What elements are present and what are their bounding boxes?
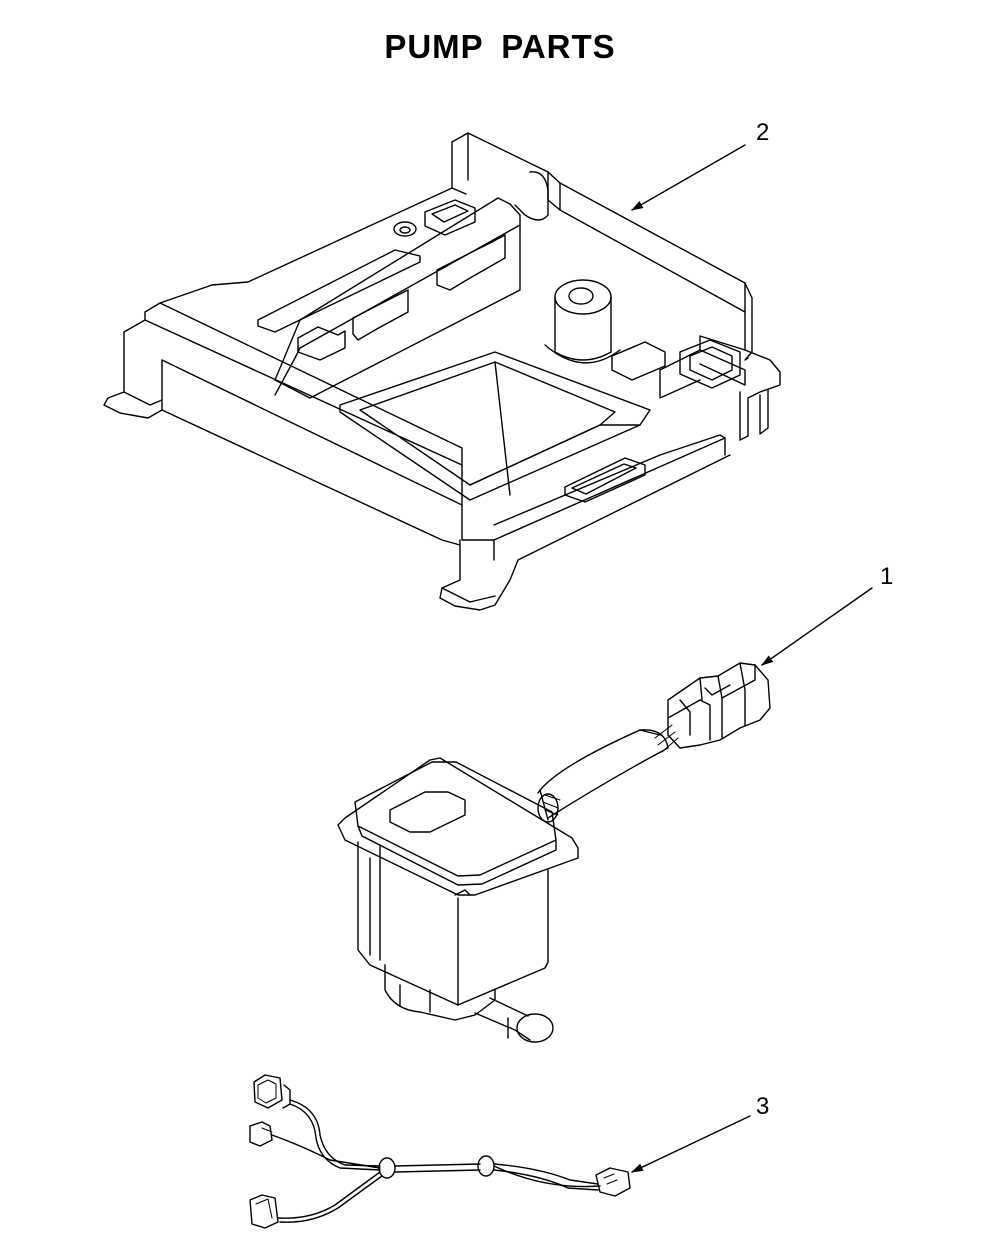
callout-2-leader bbox=[631, 145, 745, 210]
page-title: PUMP PARTS bbox=[384, 28, 616, 65]
callout-3-label: 3 bbox=[756, 1093, 770, 1120]
tray-part bbox=[104, 133, 780, 610]
wire-harness-part bbox=[250, 1075, 630, 1228]
pump-part bbox=[338, 663, 770, 1042]
callout-2-label: 2 bbox=[756, 119, 770, 146]
callout-1-label: 1 bbox=[880, 563, 894, 590]
callout-1-leader bbox=[761, 588, 872, 665]
callout-3-leader bbox=[631, 1116, 750, 1172]
